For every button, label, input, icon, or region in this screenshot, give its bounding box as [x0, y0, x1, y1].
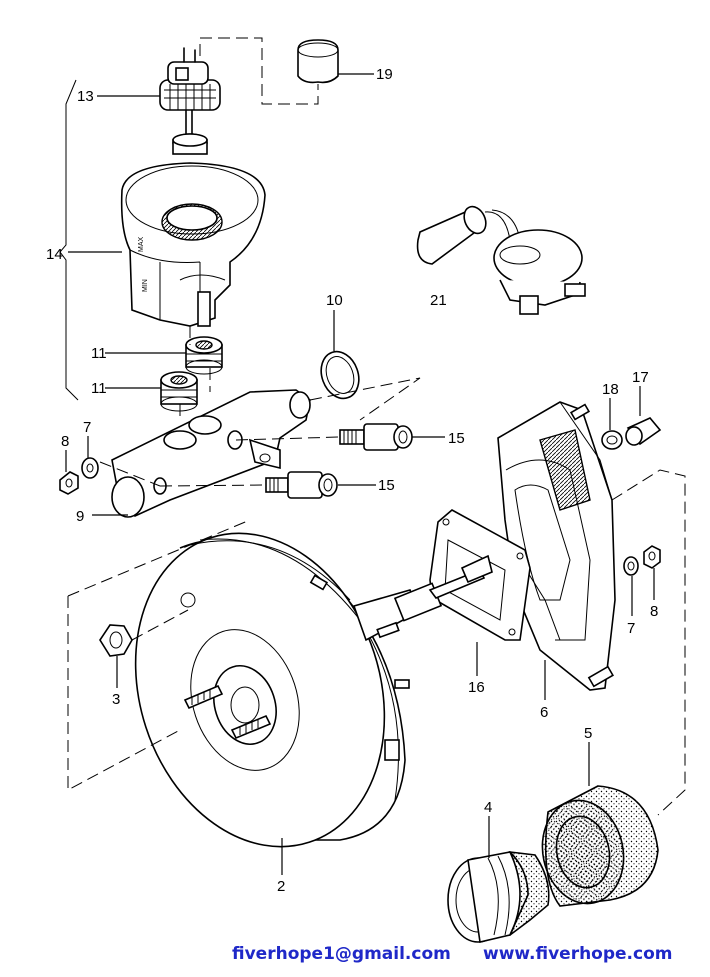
washer-part-7-left — [81, 457, 99, 479]
grommet-part-11-upper — [185, 336, 223, 375]
master-cylinder-part-9 — [111, 389, 311, 518]
callout-18: 18 — [602, 381, 619, 398]
callout-13: 13 — [77, 88, 94, 105]
seal-ring-part-10 — [320, 350, 360, 400]
callout-3: 3 — [112, 691, 120, 708]
fitting-part-17 — [625, 417, 662, 446]
callout-11-upper: 11 — [91, 345, 107, 362]
callout-7-left: 7 — [83, 419, 91, 436]
washer-part-7-right — [623, 556, 639, 576]
mounting-bracket-part-6 — [497, 401, 616, 691]
bleed-screw-part-15-lower — [265, 471, 338, 499]
cap-part-19 — [297, 39, 339, 84]
callout-7-right: 7 — [627, 620, 635, 637]
nut-part-3 — [99, 624, 133, 657]
boot-part-4 — [447, 851, 550, 943]
fluid-reservoir-part-14: MAX MIN — [120, 162, 266, 327]
callout-15-upper: 15 — [448, 430, 465, 447]
grommet-part-11-lower — [160, 371, 198, 412]
callout-16: 16 — [468, 679, 485, 696]
reservoir-cap-part-13 — [159, 47, 221, 155]
callout-17: 17 — [632, 369, 649, 386]
bleed-screw-part-15-upper — [339, 423, 413, 451]
nut-part-8-right — [643, 545, 661, 569]
reservoir-max-mark: MAX — [138, 237, 145, 253]
callout-14: 14 — [46, 246, 63, 263]
foam-filter-part-5 — [541, 785, 659, 907]
footer-email: fiverhope1@gmail.com — [232, 944, 451, 964]
callout-19: 19 — [376, 66, 393, 83]
callout-11-lower: 11 — [91, 380, 107, 397]
callout-9: 9 — [76, 508, 84, 525]
callout-4: 4 — [484, 799, 492, 816]
callout-15-lower: 15 — [378, 477, 395, 494]
footer-website: www.fiverhope.com — [483, 944, 673, 964]
nut-part-8-left — [59, 471, 79, 495]
brake-booster-part-2 — [134, 532, 493, 848]
level-sensor-part-21 — [416, 205, 586, 315]
callout-8-right: 8 — [650, 603, 658, 620]
callout-6: 6 — [540, 704, 548, 721]
callout-8-left: 8 — [61, 433, 69, 450]
callout-2: 2 — [277, 878, 285, 895]
callout-10: 10 — [326, 292, 343, 309]
callout-21: 21 — [430, 292, 447, 309]
reservoir-min-mark: MIN — [142, 279, 149, 292]
seal-part-18 — [601, 430, 623, 450]
callout-5: 5 — [584, 725, 592, 742]
